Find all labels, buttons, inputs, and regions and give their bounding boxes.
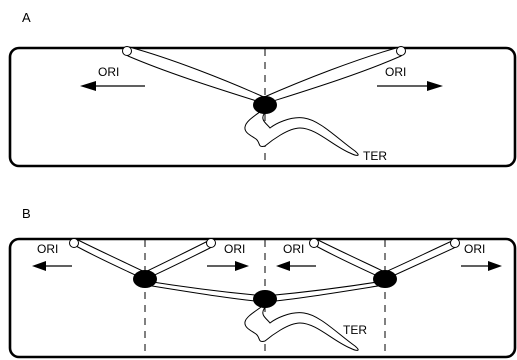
panel-a-arrow-left-head xyxy=(80,81,96,91)
panel-b-origin-4 xyxy=(450,238,460,248)
panel-a-label: A xyxy=(22,10,31,25)
panel-a-ori-left-label: ORI xyxy=(98,65,119,79)
panel-b-arrow-3-head xyxy=(276,261,290,271)
panel-a-arm-left xyxy=(124,46,267,104)
panel-b-terminus-loop xyxy=(244,302,359,351)
panel-a-terminus-loop xyxy=(244,106,359,156)
panel-b-replisome-center xyxy=(253,290,277,308)
panel-b-origin-3 xyxy=(309,238,319,248)
panel-a-origin-left xyxy=(122,46,132,56)
panel-b: B ORI ORI ORI ORI xyxy=(8,206,517,359)
panel-b-arrow-1-head xyxy=(32,261,46,271)
panel-b-cell-outline xyxy=(8,237,517,359)
panel-b-ori-label-2: ORI xyxy=(224,242,245,256)
panel-a: A ORI ORI TER xyxy=(8,10,517,168)
panel-b-ter-label: TER xyxy=(343,323,367,337)
panel-b-ori-label-3: ORI xyxy=(283,242,304,256)
panel-b-ori-label-4: ORI xyxy=(464,242,485,256)
panel-b-replisome-left xyxy=(133,270,157,288)
panel-b-replisome-right xyxy=(373,270,397,288)
panel-b-ori-label-1: ORI xyxy=(37,242,58,256)
panel-a-cell-outline xyxy=(8,46,517,168)
panel-b-label: B xyxy=(22,206,31,221)
panel-a-replisome xyxy=(253,96,277,114)
panel-b-origin-2 xyxy=(206,238,216,248)
panel-b-arrow-4-head xyxy=(488,261,502,271)
panel-a-arm-right xyxy=(261,46,405,104)
panel-b-arrow-2-head xyxy=(235,261,249,271)
panel-a-ter-label: TER xyxy=(363,149,387,163)
panel-a-arrow-right-head xyxy=(427,81,443,91)
panel-a-ori-right-label: ORI xyxy=(385,65,406,79)
panel-a-origin-right xyxy=(396,46,406,56)
panel-b-origin-1 xyxy=(69,238,79,248)
